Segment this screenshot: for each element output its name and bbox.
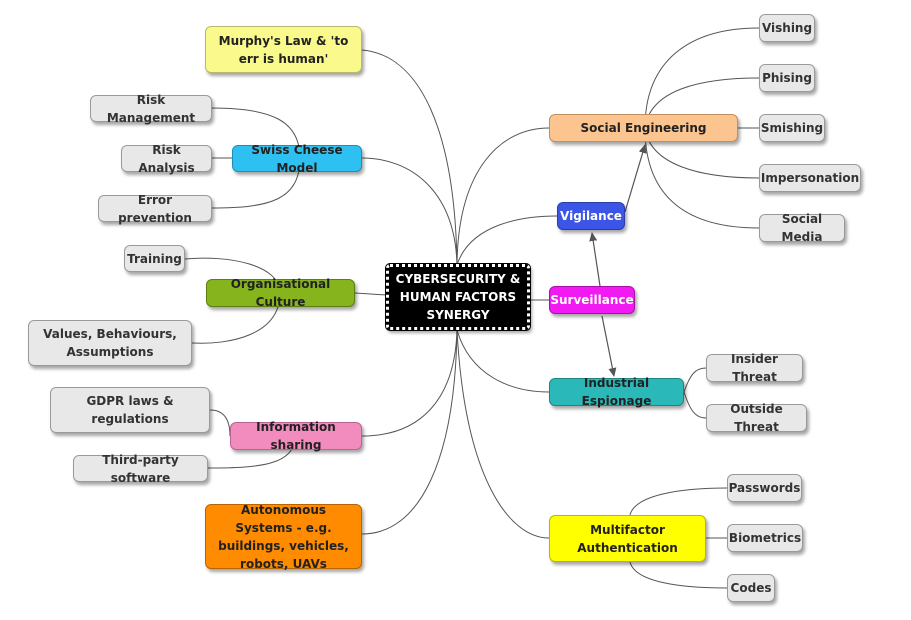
leaf-phising[interactable]: Phising xyxy=(759,64,815,92)
leaf-risk-management[interactable]: Risk Management xyxy=(90,93,212,125)
link-social-vishing xyxy=(644,27,760,129)
leaf-values-behaviours[interactable]: Values, Behaviours, Assumptions xyxy=(28,320,192,366)
arrow-surveillance-espionage xyxy=(601,315,617,377)
leaf-biometrics-label: Biometrics xyxy=(728,531,802,545)
leaf-passwords-label: Passwords xyxy=(728,481,801,495)
node-multifactor-authentication[interactable]: Multifactor Authentication xyxy=(549,515,706,562)
link-center-social xyxy=(456,127,550,266)
link-esp-insider xyxy=(683,367,707,393)
leaf-gdpr-label: GDPR laws & regulations xyxy=(86,394,174,426)
link-center-vigilance xyxy=(456,215,558,266)
link-info-gdpr xyxy=(209,409,231,437)
link-social-socialmedia xyxy=(644,127,760,229)
leaf-training[interactable]: Training xyxy=(124,245,185,272)
leaf-smishing-label: Smishing xyxy=(760,121,824,135)
leaf-vishing-label: Vishing xyxy=(761,21,813,35)
leaf-passwords[interactable]: Passwords xyxy=(727,474,802,502)
node-social-engineering[interactable]: Social Engineering xyxy=(549,114,738,142)
link-center-info xyxy=(361,329,458,437)
leaf-biometrics[interactable]: Biometrics xyxy=(727,524,803,552)
arrow-vigilance-social xyxy=(624,144,647,213)
leaf-insider-threat[interactable]: Insider Threat xyxy=(706,352,803,384)
node-murphys-law-label: Murphy's Law & 'to err is human' xyxy=(218,33,349,66)
central-topic[interactable]: CYBERSECURITY & HUMAN FACTORS SYNERGY xyxy=(385,263,531,331)
leaf-outside-threat[interactable]: Outside Threat xyxy=(706,402,807,434)
node-surveillance[interactable]: Surveillance xyxy=(549,286,635,314)
leaf-social-media[interactable]: Social Media xyxy=(759,212,845,244)
node-social-engineering-label: Social Engineering xyxy=(580,121,707,135)
leaf-error-prevention[interactable]: Error prevention xyxy=(98,193,212,225)
link-center-swiss xyxy=(361,157,458,266)
leaf-phising-label: Phising xyxy=(762,71,812,85)
link-center-mfa xyxy=(456,329,550,539)
leaf-vishing[interactable]: Vishing xyxy=(759,14,815,42)
leaf-values-behaviours-label: Values, Behaviours, Assumptions xyxy=(43,327,177,359)
node-information-sharing[interactable]: Information sharing xyxy=(230,420,362,452)
leaf-social-media-label: Social Media xyxy=(781,212,823,244)
node-organisational-culture-label: Organisational Culture xyxy=(230,277,331,309)
leaf-gdpr[interactable]: GDPR laws & regulations xyxy=(50,387,210,433)
leaf-codes-label: Codes xyxy=(730,581,772,595)
leaf-smishing[interactable]: Smishing xyxy=(759,114,825,142)
leaf-error-prevention-label: Error prevention xyxy=(118,192,192,225)
leaf-risk-management-label: Risk Management xyxy=(106,92,196,125)
link-center-murphy xyxy=(361,49,458,266)
link-center-espionage xyxy=(456,329,550,393)
node-autonomous-systems-label: Autonomous Systems - e.g. buildings, veh… xyxy=(218,502,349,571)
node-swiss-cheese-model-label: Swiss Cheese Model xyxy=(251,142,343,175)
node-information-sharing-label: Information sharing xyxy=(256,420,336,452)
node-murphys-law[interactable]: Murphy's Law & 'to err is human' xyxy=(205,26,362,73)
node-industrial-espionage[interactable]: Industrial Espionage xyxy=(549,376,684,408)
leaf-impersonation[interactable]: Impersonation xyxy=(759,164,861,192)
link-center-auto xyxy=(361,329,458,535)
leaf-training-label: Training xyxy=(127,251,182,266)
node-swiss-cheese-model[interactable]: Swiss Cheese Model xyxy=(232,143,362,175)
link-center-org xyxy=(354,292,387,296)
node-vigilance[interactable]: Vigilance xyxy=(557,202,625,230)
leaf-outside-threat-label: Outside Threat xyxy=(730,402,783,434)
leaf-risk-analysis-label: Risk Analysis xyxy=(138,142,195,175)
node-autonomous-systems[interactable]: Autonomous Systems - e.g. buildings, veh… xyxy=(205,503,362,571)
leaf-third-party-software-label: Third-party software xyxy=(102,452,179,485)
node-multifactor-authentication-label: Multifactor Authentication xyxy=(577,522,678,555)
link-mfa-codes xyxy=(629,561,728,589)
leaf-codes[interactable]: Codes xyxy=(727,574,775,602)
node-vigilance-label: Vigilance xyxy=(560,209,622,223)
leaf-risk-analysis[interactable]: Risk Analysis xyxy=(121,143,212,175)
leaf-impersonation-label: Impersonation xyxy=(760,171,860,185)
leaf-insider-threat-label: Insider Threat xyxy=(731,352,778,384)
leaf-third-party-software[interactable]: Third-party software xyxy=(73,453,208,485)
arrow-surveillance-vigilance xyxy=(589,232,601,287)
node-industrial-espionage-label: Industrial Espionage xyxy=(581,376,652,408)
node-organisational-culture[interactable]: Organisational Culture xyxy=(206,277,355,309)
central-topic-label: CYBERSECURITY & HUMAN FACTORS SYNERGY xyxy=(395,272,521,322)
link-mfa-passwords xyxy=(629,487,728,516)
node-surveillance-label: Surveillance xyxy=(550,293,634,307)
link-esp-outside xyxy=(683,391,707,419)
